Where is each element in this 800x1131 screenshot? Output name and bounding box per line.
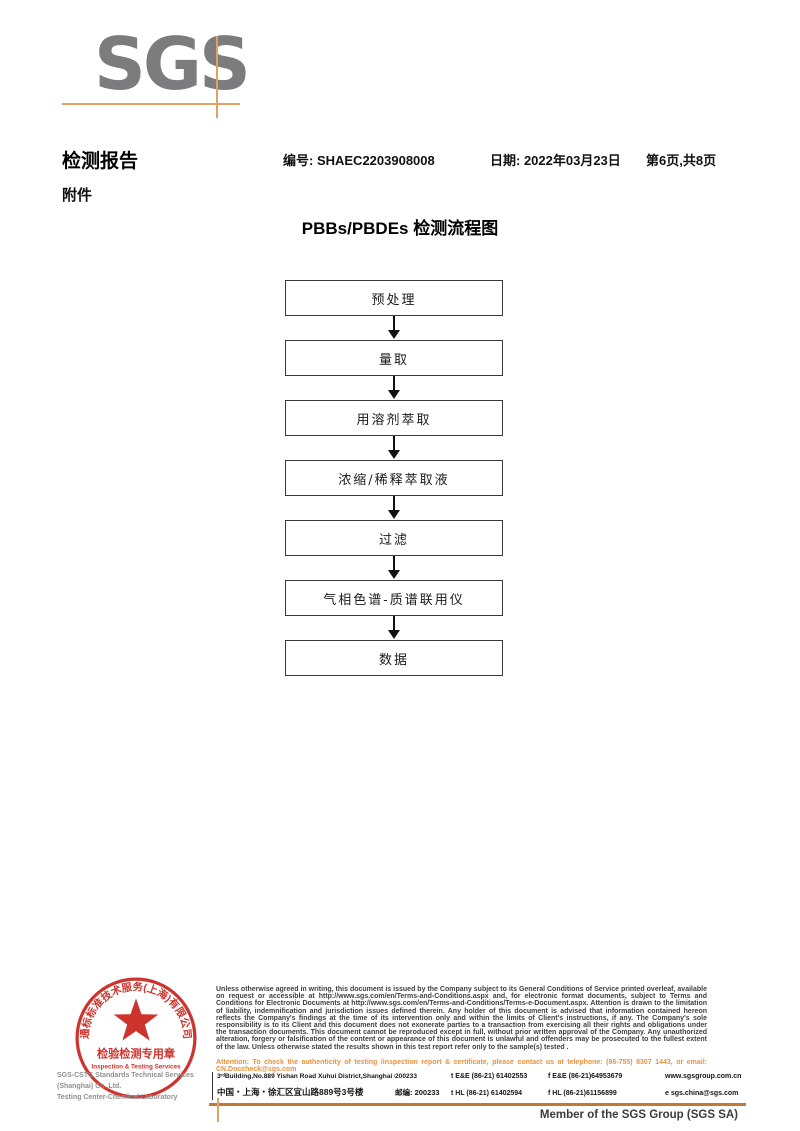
lab-company-name: SGS-CSTC Standards Technical Services (S… [57,1070,227,1103]
flowchart-step-measure: 量取 [285,340,503,376]
arrow-down-icon [387,316,401,340]
logo-horizontal-line [62,103,240,105]
flowchart-step-solvent-extraction: 用溶剂萃取 [285,400,503,436]
website-url: www.sgsgroup.com.cn [665,1073,742,1080]
flowchart-step-gcms: 气相色谱-质谱联用仪 [285,580,503,616]
arrow-down-icon [387,436,401,460]
page-number-info: 第6页,共8页 [646,153,717,168]
arrow-down-icon [387,616,401,640]
arrow-down-icon [387,376,401,400]
stamp-star-icon [113,998,159,1041]
logo-vertical-line [216,36,218,118]
report-date: 日期: 2022年03月23日 [490,153,621,168]
flowchart-step-data: 数据 [285,640,503,676]
stamp-seal-icon: 通标标准技术服务(上海)有限公司 检验检测专用章 Inspection & Te… [75,977,197,1099]
footer-horizontal-line [209,1103,746,1106]
phone-en: t E&E (86-21) 61402553 [451,1073,528,1080]
address-row-cn: 中国・上海・徐汇区宜山路889号3号楼 邮编: 200233 t HL (86-… [217,1086,746,1101]
attachment-label: 附件 [62,187,93,204]
lab-company-line2: Testing Center-Chemical Laboratory [57,1094,178,1101]
arrow-down-icon [387,496,401,520]
fax-cn: f HL (86-21)61156899 [548,1090,617,1097]
fax-en: f E&E (86-21)64953679 [548,1073,623,1080]
flowchart-step-concentrate-dilute: 浓缩/稀释萃取液 [285,460,503,496]
legal-disclaimer: Unless otherwise agreed in writing, this… [216,986,707,1051]
address-cn: 中国・上海・徐汇区宜山路889号3号楼 [217,1087,364,1097]
phone-cn: t HL (86-21) 61402594 [451,1090,523,1097]
address-divider-line [212,1072,213,1100]
stamp-center-text: 检验检测专用章 [97,1046,175,1060]
footer-vertical-tick [217,1098,219,1122]
stamp-ring [75,977,197,1099]
sgs-member-text: Member of the SGS Group (SGS SA) [539,1109,738,1121]
address-en: 3ʳᵈBuilding,No.889 Yishan Road Xuhui Dis… [217,1073,395,1080]
page-title: 检测报告 [62,151,139,172]
address-block: 3ʳᵈBuilding,No.889 Yishan Road Xuhui Dis… [217,1073,746,1101]
sgs-logo: SGS [94,22,251,106]
flowchart-step-filter: 过滤 [285,520,503,556]
lab-company-line1: SGS-CSTC Standards Technical Services (S… [57,1072,194,1090]
flowchart-title: PBBs/PBDEs 检测流程图 [301,219,499,238]
address-row-en: 3ʳᵈBuilding,No.889 Yishan Road Xuhui Dis… [217,1073,746,1086]
flowchart-step-pretreatment: 预处理 [285,280,503,316]
arrow-down-icon [387,556,401,580]
email-address: e sgs.china@sgs.com [665,1090,739,1097]
report-number: 编号: SHAEC2203908008 [283,153,435,168]
postcode-cn: 邮编: 200233 [395,1088,440,1097]
postcode-en: 200233 [395,1073,418,1080]
attention-notice: Attention: To check the authenticity of … [216,1059,707,1074]
inspection-stamp: 通标标准技术服务(上海)有限公司 检验检测专用章 Inspection & Te… [70,972,202,1104]
stamp-center-subtext: Inspection & Testing Services [92,1063,181,1070]
